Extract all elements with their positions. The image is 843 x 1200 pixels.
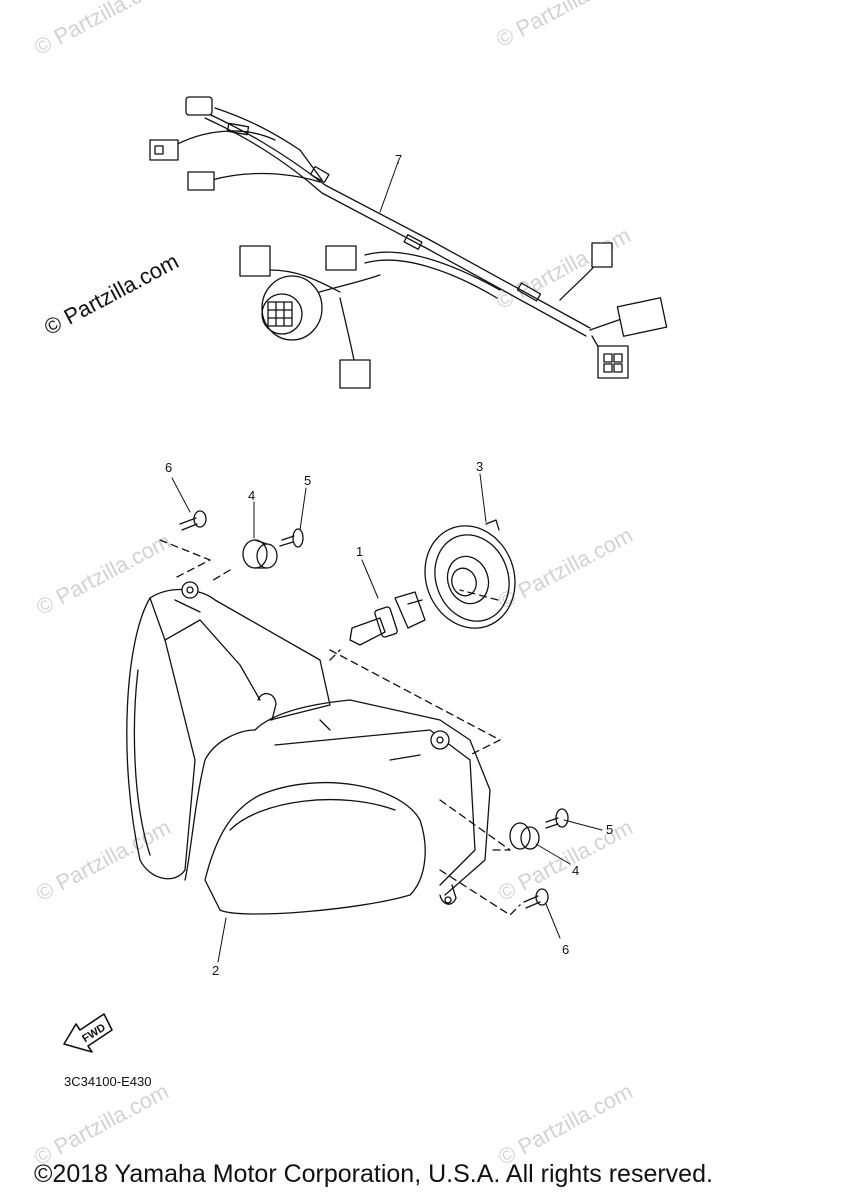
assembly-lines [159,539,521,916]
headlight-assembly-2 [126,581,491,915]
grommet-4-lower [509,822,540,850]
bulb-1 [349,591,426,646]
screw-5-lower [545,808,569,829]
callout-7: 7 [395,152,403,167]
callout-6-lower: 6 [562,942,570,957]
callout-3: 3 [476,459,484,474]
fwd-arrow-icon [63,1013,113,1053]
dust-cover-3 [424,519,516,629]
screw-6-lower [523,888,549,909]
diagram-code: 3C34100-E430 [64,1074,152,1089]
wire-harness-7 [149,96,668,389]
callout-1: 1 [356,544,364,559]
copyright-notice: ©2018 Yamaha Motor Corporation, U.S.A. A… [34,1160,713,1188]
callout-4-upper: 4 [248,488,256,503]
callout-5-lower: 5 [606,822,614,837]
callout-4-lower: 4 [572,863,580,878]
screw-6-upper [179,510,207,531]
grommet-4-upper [242,539,278,569]
callout-5-upper: 5 [304,473,312,488]
leader-lines [171,161,603,963]
callout-2: 2 [212,963,220,978]
screw-5-upper [279,528,304,548]
callout-6-upper: 6 [165,460,173,475]
